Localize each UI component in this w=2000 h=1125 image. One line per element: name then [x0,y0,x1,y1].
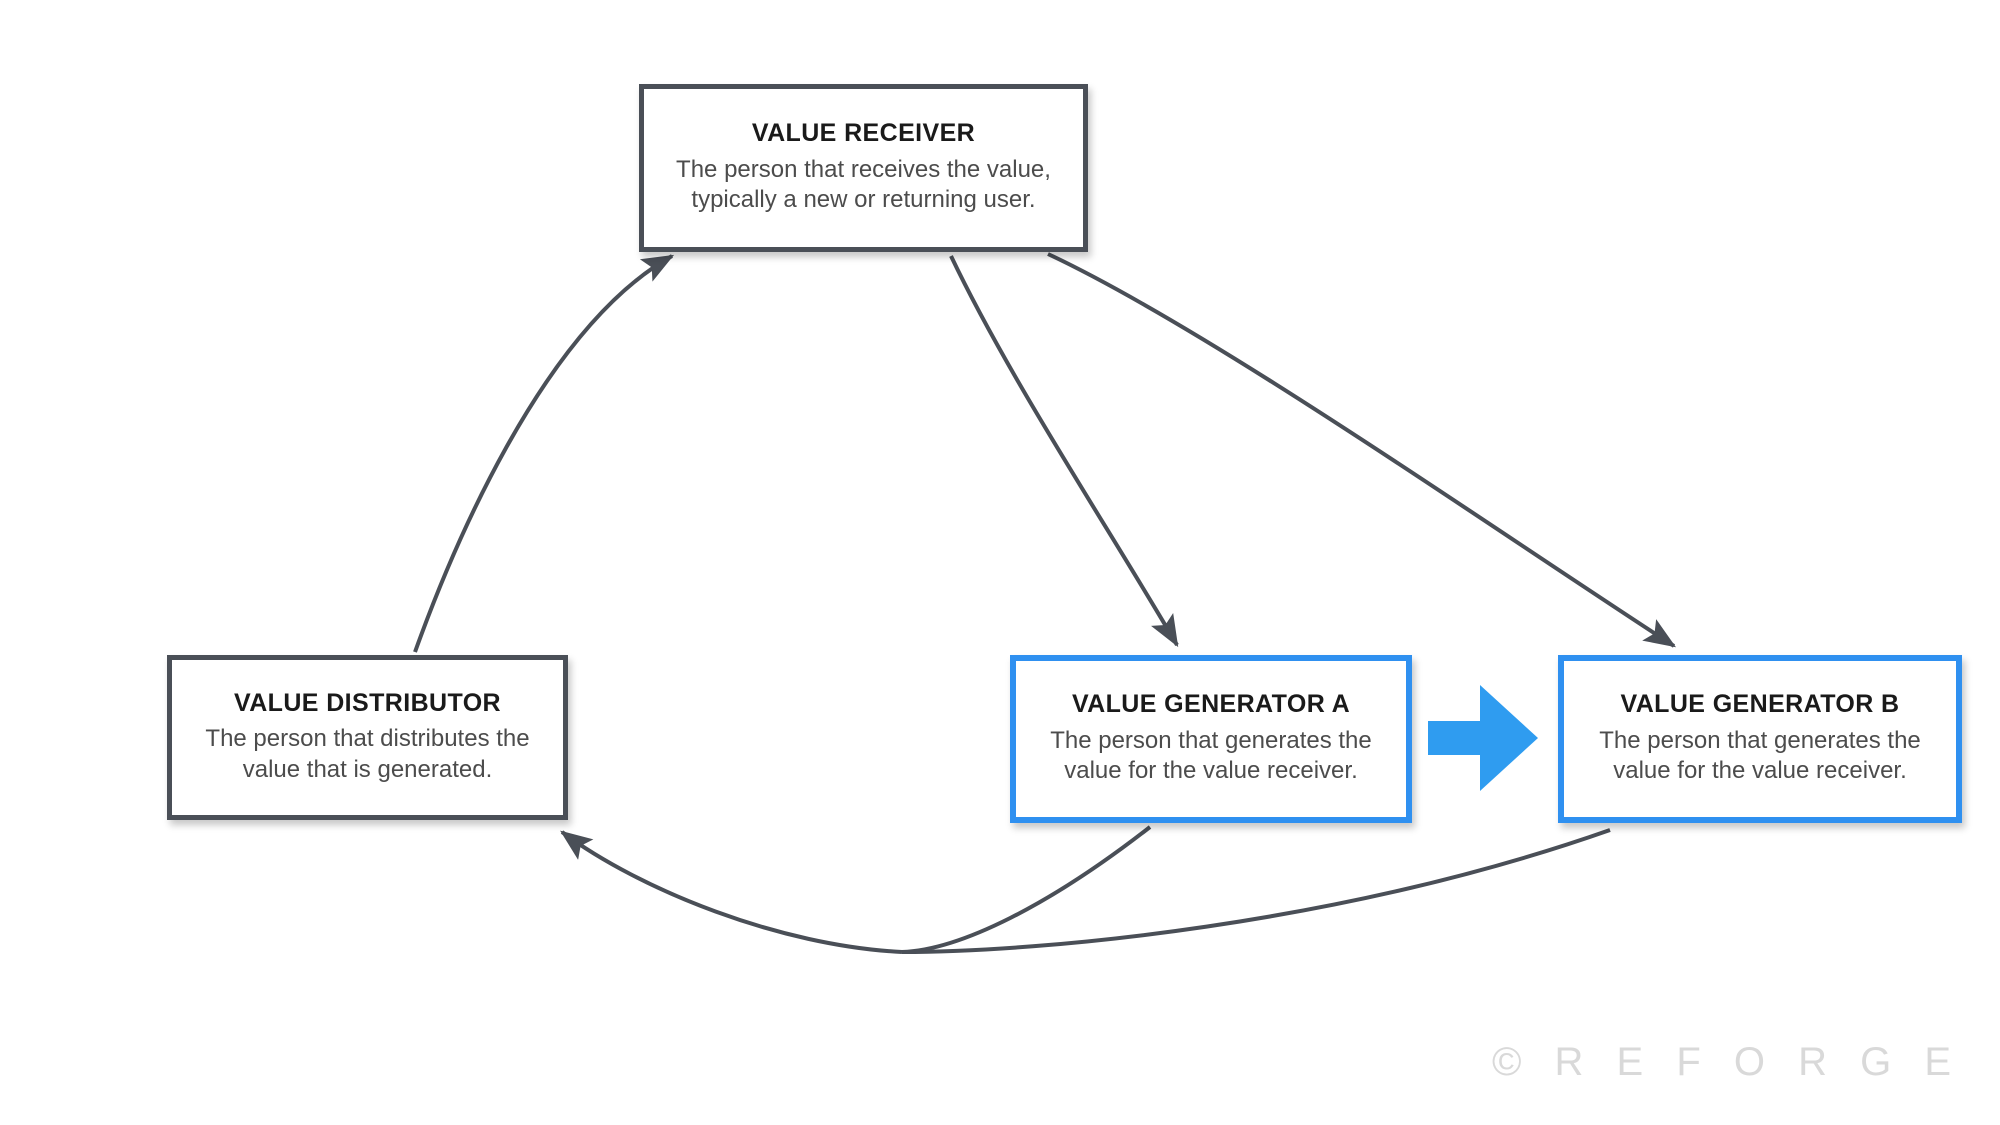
node-description: The person that distributes the value th… [205,725,530,783]
node-description: The person that generates the value for … [1050,726,1372,785]
right-arrow-icon [1428,685,1538,791]
node-title: VALUE GENERATOR B [1620,690,1900,719]
node-value-receiver[interactable]: VALUE RECEIVER The person that receives … [639,84,1088,252]
node-value-generator-a[interactable]: VALUE GENERATOR A The person that genera… [1010,655,1412,823]
connector-distributor-to-receiver [413,254,675,653]
node-value-distributor[interactable]: VALUE DISTRIBUTOR The person that distri… [167,655,568,820]
node-title: VALUE DISTRIBUTOR [234,688,501,717]
connector-generator-a-to-distributor [901,825,1152,954]
reforge-watermark: © R E F O R G E [1491,1040,1962,1084]
connector-bottom-to-distributor [560,830,903,954]
connector-generator-b-to-distributor [901,828,1611,954]
connector-receiver-to-generator-b [1047,252,1677,648]
node-value-generator-b[interactable]: VALUE GENERATOR B The person that genera… [1558,655,1962,823]
connector-receiver-to-generator-a [949,255,1179,648]
node-description: The person that generates the value for … [1599,726,1921,785]
node-title: VALUE GENERATOR A [1071,690,1351,719]
node-title: VALUE RECEIVER [751,119,976,148]
node-description: The person that receives the value, typi… [676,155,1051,214]
